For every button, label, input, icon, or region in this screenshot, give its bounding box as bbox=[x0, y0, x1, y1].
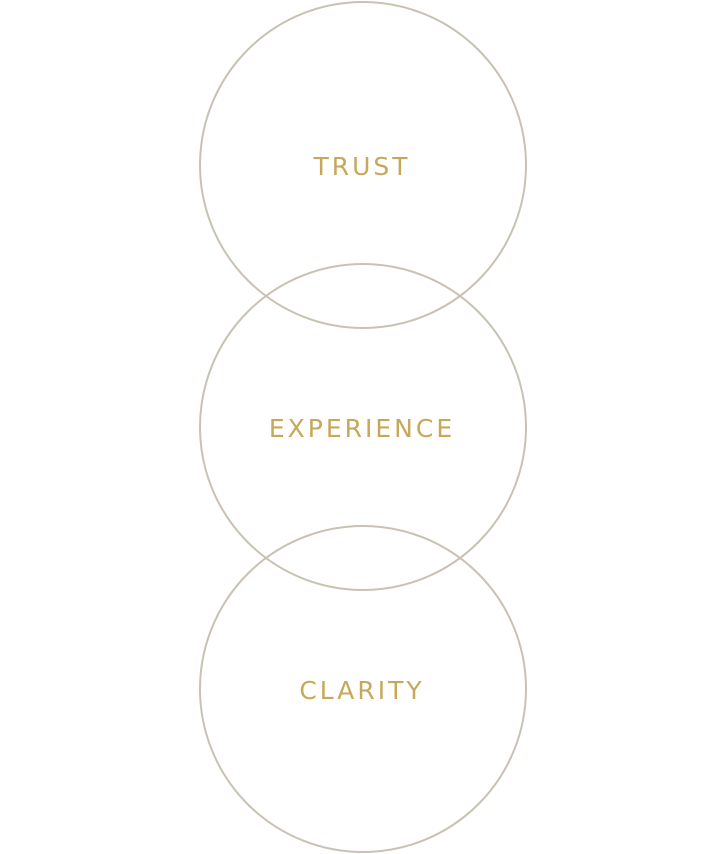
label-clarity: CLARITY bbox=[299, 676, 425, 705]
label-trust: TRUST bbox=[313, 152, 411, 181]
circle-clarity bbox=[199, 525, 527, 853]
label-experience: EXPERIENCE bbox=[268, 414, 456, 443]
